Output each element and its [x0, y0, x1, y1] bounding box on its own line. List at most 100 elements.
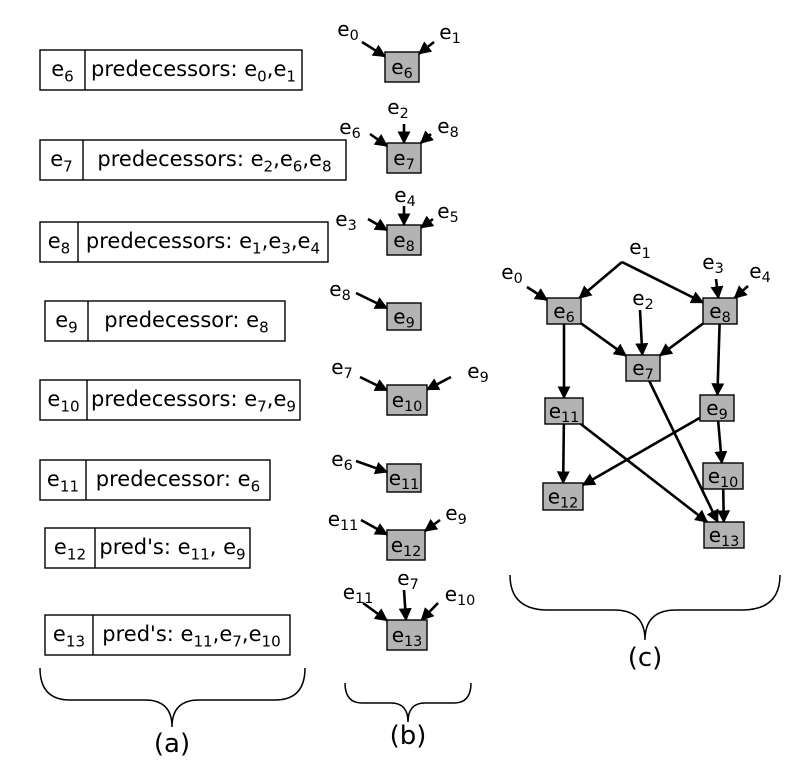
- row-event-e9: e9​: [55, 308, 78, 336]
- fragment-e11: e6​e11​: [331, 447, 422, 494]
- braces: [39, 574, 781, 728]
- node-box: [703, 521, 745, 549]
- node-e8: [386, 224, 422, 256]
- fragment-e9: e8​e9​: [329, 277, 422, 332]
- graph-source-e1: e1​: [629, 235, 650, 263]
- edge-e10-to-e13: [717, 488, 731, 524]
- edge-e9-to-e10: [425, 375, 452, 391]
- source-label-e7: e7​: [331, 355, 352, 383]
- edge-e8-to-e9: [355, 291, 389, 310]
- node-label-e6: e6​: [391, 55, 412, 83]
- graph-node-e13: e13​: [703, 521, 745, 550]
- edge-e7-to-e13: [398, 589, 412, 622]
- row-box: [44, 614, 291, 656]
- edge-e8-to-e7: [658, 322, 704, 357]
- graph-node-e9: e9​: [699, 394, 735, 423]
- edge-e4-to-e8: [733, 285, 749, 299]
- table-row-e10: e10​ predecessors: e7​,e9​: [39, 379, 301, 421]
- graph-node-label-e12: e12​: [548, 484, 579, 512]
- fragment-e12: e11​e9​e12​: [328, 501, 467, 561]
- edge-e11-to-e13: [579, 422, 709, 524]
- node-label-e8: e8​: [393, 228, 414, 256]
- row-event-e11: e11​: [47, 467, 79, 495]
- source-label-e7: e7​: [397, 566, 418, 594]
- table-row-e11: e11​ predecessor: e6​: [39, 459, 271, 501]
- row-predecessors: predecessors: e7​,e9​: [91, 387, 296, 415]
- fragment-e13: e11​ e7​ e10​ e13​: [343, 566, 476, 651]
- brace-a: [39, 667, 306, 728]
- brace-c: [509, 574, 781, 641]
- edge-e1-to-e8: [621, 260, 705, 304]
- row-box: [39, 49, 303, 91]
- row-event-e6: e6​: [51, 57, 74, 85]
- panel-a-predecessor-table: e6​ predecessors: e0​,e1​ e7​ predecessors:…: [39, 49, 347, 656]
- fragment-e8: e3​e4​e5​e8​: [335, 183, 459, 256]
- row-box: [39, 379, 301, 421]
- row-predecessors: predecessor: e6​: [96, 467, 260, 495]
- source-label-e0: e0​: [337, 17, 358, 45]
- panel-b-node-fragments: e0​e1​e6​e6​e2​e8​e7​e3​e4​e5​e8​e8​e9​e…: [328, 17, 489, 651]
- caption-a: (a): [154, 729, 190, 759]
- table-row-e6: e6​ predecessors: e0​,e1​: [39, 49, 303, 91]
- graph-edges: [526, 260, 749, 524]
- edge-e9-to-e10: [714, 420, 728, 465]
- graph-node-label-e11: e11​: [549, 399, 580, 427]
- edge-e6-to-e11: [355, 459, 389, 475]
- source-label-e8: e8​: [437, 114, 458, 142]
- table-row-e12: e12​pred's: e11​, e9​: [44, 527, 251, 569]
- graph-node-label-e10: e10​: [708, 464, 739, 492]
- node-box: [702, 462, 744, 490]
- graph-source-e3: e3​: [702, 250, 723, 278]
- edge-e3-to-e8: [710, 278, 724, 300]
- node-label-e11: e11​: [389, 466, 420, 494]
- caption-c: (c): [628, 643, 663, 673]
- graph-node-e12: e12​: [542, 482, 584, 512]
- node-label-e7: e7​: [393, 146, 414, 174]
- row-box: [44, 527, 251, 569]
- row-predecessors: predecessors: e0​,e1​: [91, 57, 296, 85]
- edge-e10-to-e13: [420, 602, 439, 621]
- fragment-e6: e0​ e1​ e6​: [337, 17, 461, 83]
- source-label-e2: e2​: [387, 95, 408, 123]
- edge-e8-to-e7: [419, 130, 434, 144]
- row-predecessors: predecessor: e8​: [104, 308, 268, 336]
- edge-e6-to-e7: [580, 322, 628, 357]
- fragment-e10: e7​e9​e10​: [331, 355, 489, 416]
- node-e7: [386, 142, 422, 174]
- source-label-e9: e9​: [445, 501, 466, 529]
- edge-e5-to-e8: [419, 215, 435, 229]
- source-label-e11: e11​: [343, 580, 374, 608]
- row-box: [39, 221, 329, 263]
- table-row-e9: e9​ predecessor: e8​: [44, 300, 286, 342]
- row-predecessors: pred's: e11​,e7​,e10​: [102, 622, 280, 650]
- row-event-e10: e10​: [47, 387, 79, 415]
- row-box: [39, 139, 347, 181]
- edge-e8-to-e9: [711, 323, 725, 397]
- node-label-e13: e13​: [392, 623, 423, 651]
- edge-e7-to-e10: [359, 375, 389, 392]
- node-e6: [384, 51, 420, 83]
- edge-e1-to-e6: [578, 261, 623, 299]
- node-box: [546, 297, 582, 325]
- node-box: [544, 397, 584, 425]
- source-label-e10: e10​: [445, 582, 476, 610]
- edge-e9-to-e12: [423, 518, 441, 533]
- source-label-e1: e1​: [439, 20, 460, 48]
- graph-source-e2: e2​: [632, 286, 653, 314]
- graph-source-e0: e0​: [501, 260, 522, 288]
- edge-e2-to-e7: [635, 309, 649, 357]
- source-label-e4: e4​: [394, 183, 415, 211]
- source-label-e6: e6​: [339, 115, 360, 143]
- graph-node-e10: e10​: [702, 462, 744, 492]
- graph-node-label-e8: e8​: [709, 299, 730, 327]
- row-event-e7: e7​: [50, 147, 73, 175]
- panel-c-dependency-graph: e0​e1​e2​e3​e4​e6​e7​e8​e9​e10​e11​e12​e…: [501, 235, 770, 551]
- node-box: [702, 297, 738, 325]
- graph-node-e11: e11​: [544, 397, 584, 427]
- node-e12: [386, 529, 426, 561]
- table-row-e8: e8​predecessors: e1​,e3​,e4​: [39, 221, 329, 263]
- node-e10: [386, 384, 428, 416]
- node-label-e9: e9​: [393, 304, 414, 332]
- edge-e0-to-e6: [526, 285, 549, 302]
- node-e9: [386, 302, 422, 331]
